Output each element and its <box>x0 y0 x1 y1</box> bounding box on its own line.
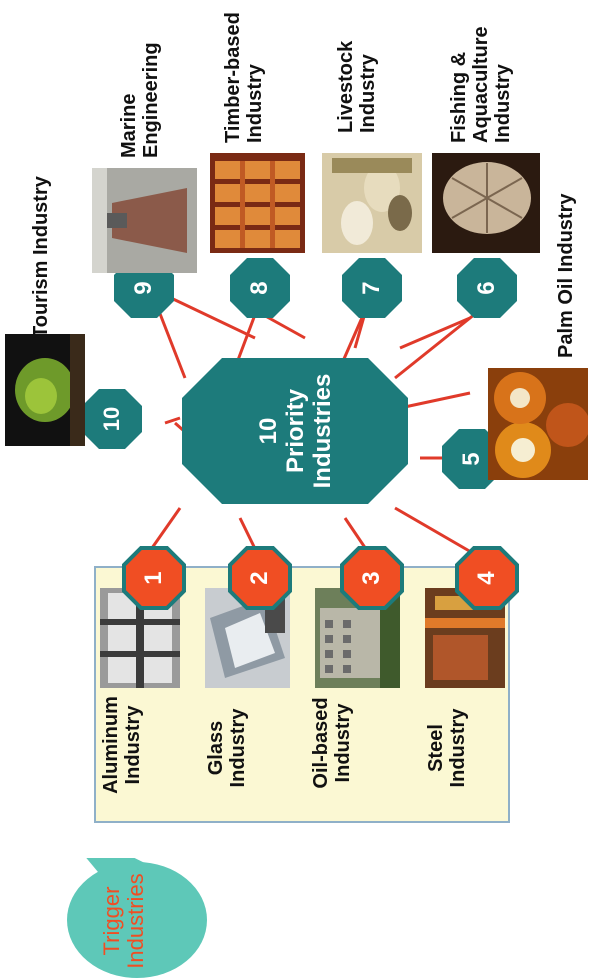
palm-oil-photo <box>488 368 588 480</box>
priority-label-5: Palm Oil Industry <box>555 193 577 358</box>
aluminum-photo <box>100 588 180 688</box>
center-priority-label: 10 Priority Industries <box>254 373 336 489</box>
center-priority-octagon <box>182 358 408 504</box>
glass-photo <box>205 588 290 688</box>
priority-badge-6-number: 6 <box>473 281 500 295</box>
trigger-badge-2 <box>228 546 292 610</box>
trigger-bubble-shape <box>53 858 207 978</box>
trigger-title: Trigger Industries <box>99 873 148 969</box>
priority-badge-10-number: 10 <box>99 406 124 432</box>
priority-badge-8 <box>230 258 290 318</box>
priority-badge-7-number: 7 <box>358 281 385 295</box>
trigger-badge-3-number: 3 <box>358 571 385 585</box>
trigger-badge-4-number: 4 <box>473 571 500 585</box>
priority-badge-6 <box>457 258 517 318</box>
tourism-photo <box>5 334 85 446</box>
trigger-badge-3 <box>340 546 404 610</box>
marine-engineering-photo <box>92 168 197 273</box>
priority-label-9: Marine Engineering <box>118 42 162 158</box>
trigger-badge-1-number: 1 <box>140 571 167 585</box>
timber-photo <box>210 153 305 253</box>
fishing-aquaculture-photo <box>432 153 540 253</box>
connector-4 <box>399 391 471 410</box>
priority-badge-8-number: 8 <box>246 281 273 295</box>
priority-badge-7 <box>342 258 402 318</box>
priority-label-6: Fishing & Aquaculture Industry <box>448 26 514 143</box>
priority-label-7: Livestock Industry <box>335 40 379 133</box>
trigger-badge-4 <box>455 546 519 610</box>
priority-badge-9 <box>114 258 174 318</box>
priority-label-8: Timber-based Industry <box>222 12 266 143</box>
priority-badge-10 <box>82 389 142 449</box>
priority-label-10: Tourism Industry <box>30 176 52 338</box>
connector-6 <box>399 316 471 350</box>
trigger-badge-2-number: 2 <box>246 571 273 585</box>
oil-based-photo <box>315 588 400 688</box>
connector-7 <box>353 312 367 349</box>
livestock-photo <box>322 153 422 253</box>
trigger-badge-1 <box>122 546 186 610</box>
priority-badge-5 <box>442 429 502 489</box>
